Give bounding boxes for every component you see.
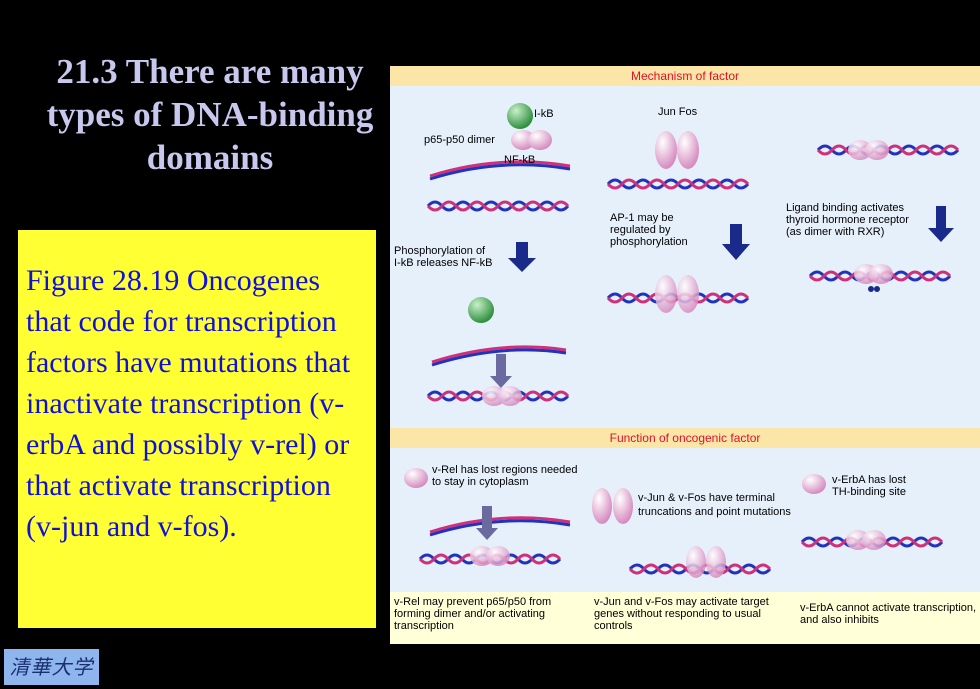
- label-ap1-2: regulated by: [610, 224, 671, 236]
- label-ligand-1: Ligand binding activates: [786, 202, 905, 214]
- fos-protein: [677, 131, 699, 169]
- label-verba-2: TH-binding site: [832, 486, 906, 498]
- figure-caption: Figure 28.19 Oncogenes that code for tra…: [18, 230, 376, 628]
- down-arrow-icon-2: [722, 224, 750, 260]
- label-vjun-2: truncations and point mutations: [638, 506, 791, 518]
- label-vjun-1: v-Jun & v-Fos have terminal: [638, 492, 775, 504]
- vrel-protein: [404, 468, 428, 488]
- outcome-vrel: v-Rel may prevent p65/p50 from forming d…: [394, 596, 552, 632]
- vjun-protein: [592, 488, 612, 524]
- down-arrow-icon: [508, 242, 536, 272]
- label-vrel-1: v-Rel has lost regions needed: [432, 464, 578, 476]
- membrane-2: [431, 345, 567, 364]
- p50-protein: [528, 130, 552, 150]
- label-vrel-2: to stay in cytoplasm: [432, 476, 529, 488]
- vfos-protein: [613, 488, 633, 524]
- oncogene-figure: Mechanism of factor Function of oncogeni…: [390, 66, 980, 644]
- ikb-protein: [507, 103, 533, 129]
- label-ap1-3: phosphorylation: [610, 236, 688, 248]
- ligand-dot: [868, 286, 874, 292]
- receptor-protein: [848, 140, 872, 160]
- label-ligand-2: thyroid hormone receptor: [786, 214, 909, 226]
- released-ikb-protein: [468, 297, 494, 323]
- label-phospho-1: Phosphorylation of: [394, 245, 486, 257]
- function-header: Function of oncogenic factor: [390, 428, 980, 448]
- label-verba-1: v-ErbA has lost: [832, 474, 906, 486]
- p65-protein: [511, 130, 535, 150]
- translocation-arrow-icon: [490, 354, 512, 388]
- outcome-strip: v-Rel may prevent p65/p50 from forming d…: [390, 592, 980, 644]
- jun-protein: [655, 131, 677, 169]
- label-phospho-2: I-kB releases NF-kB: [394, 257, 493, 269]
- outcome-verba: v-ErbA cannot activate transcription, an…: [800, 602, 977, 626]
- down-arrow-icon-3: [928, 206, 954, 242]
- vrel-arrow-icon: [476, 506, 498, 540]
- verba-protein: [802, 474, 826, 494]
- slide-title: 21.3 There are many types of DNA-binding…: [46, 52, 374, 177]
- label-p65-p50: p65-p50 dimer: [424, 134, 495, 146]
- label-ap1-1: AP-1 may be: [610, 212, 674, 224]
- university-logo: 清華大学: [4, 649, 99, 685]
- membrane-2b: [431, 348, 567, 367]
- label-ligand-3: (as dimer with RXR): [786, 226, 885, 238]
- outcome-vjun-vfos: v-Jun and v-Fos may activate target gene…: [594, 596, 769, 632]
- label-nfkb: NF-kB: [504, 154, 536, 166]
- figure-artwork: [404, 103, 960, 578]
- label-jun-fos: Jun Fos: [658, 106, 698, 118]
- nuclear-membrane: [429, 160, 571, 178]
- mechanism-header: Mechanism of factor: [390, 66, 980, 86]
- label-ikb: I-kB: [534, 108, 554, 120]
- nuclear-membrane-inner: [429, 163, 571, 181]
